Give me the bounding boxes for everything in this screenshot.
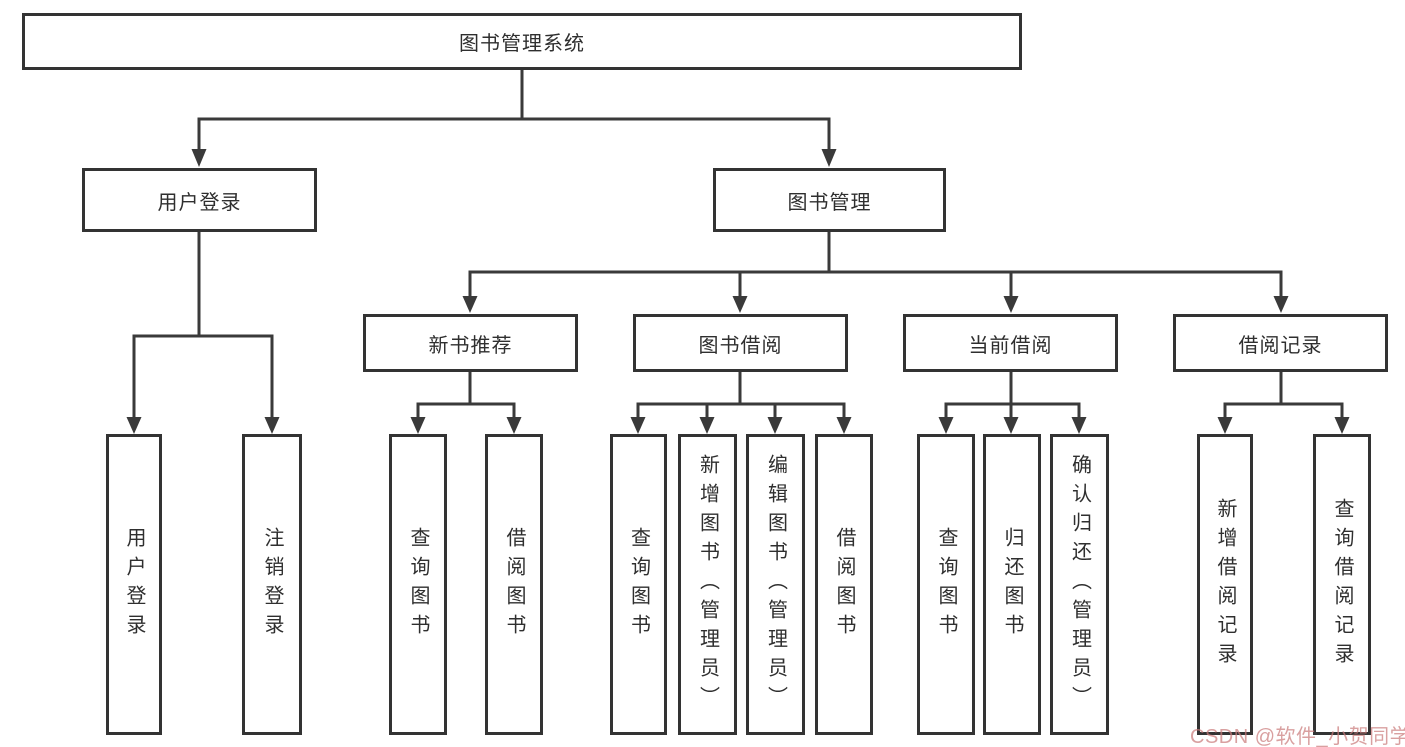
leaf-label: 归还图书	[1001, 526, 1023, 643]
leaf-borrow-books: 借阅图书	[815, 434, 873, 735]
leaf-label: 新增借阅记录	[1214, 497, 1236, 672]
node-book-management: 图书管理	[713, 168, 946, 232]
leaf-label: 用户登录	[123, 526, 145, 643]
leaf-edit-books-admin: 编辑图书（管理员）	[746, 434, 805, 735]
leaf-confirm-return-admin: 确认归还（管理员）	[1050, 434, 1109, 735]
node-label: 用户登录	[157, 191, 242, 214]
leaf-user-login: 用户登录	[106, 434, 162, 735]
node-library-management-system: 图书管理系统	[22, 13, 1022, 70]
node-label: 新书推荐	[428, 334, 513, 357]
leaf-query-borrow-record: 查询借阅记录	[1313, 434, 1371, 735]
node-label: 图书管理系统	[459, 33, 585, 55]
leaf-query-books-borrow: 查询图书	[610, 434, 667, 735]
leaf-label: 注销登录	[261, 526, 283, 643]
node-label: 当前借阅	[968, 334, 1053, 357]
leaf-query-books-current: 查询图书	[917, 434, 975, 735]
leaf-add-borrow-record: 新增借阅记录	[1197, 434, 1253, 735]
leaf-query-books-recommend: 查询图书	[389, 434, 447, 735]
arrowheads	[126, 149, 1350, 434]
node-borrow-records: 借阅记录	[1173, 314, 1388, 372]
leaf-borrow-books-recommend: 借阅图书	[485, 434, 543, 735]
leaf-label: 新增图书（管理员）	[696, 454, 719, 715]
leaf-label: 借阅图书	[833, 526, 855, 643]
node-new-book-recommend: 新书推荐	[363, 314, 578, 372]
leaf-label: 查询借阅记录	[1331, 497, 1353, 672]
leaf-label: 查询图书	[627, 526, 650, 643]
leaf-add-books-admin: 新增图书（管理员）	[678, 434, 737, 735]
node-label: 借阅记录	[1238, 334, 1323, 357]
leaf-label: 查询图书	[935, 526, 957, 643]
node-label: 图书管理	[787, 191, 872, 214]
leaf-label: 确认归还（管理员）	[1068, 454, 1091, 715]
node-book-borrow: 图书借阅	[633, 314, 848, 372]
node-label: 图书借阅	[698, 334, 783, 357]
leaf-label: 编辑图书（管理员）	[764, 454, 787, 715]
leaf-label: 查询图书	[407, 526, 429, 643]
node-user-login: 用户登录	[82, 168, 317, 232]
leaf-logout: 注销登录	[242, 434, 302, 735]
csdn-watermark: CSDN @软件_小贺同学	[1190, 726, 1405, 747]
node-current-borrow: 当前借阅	[903, 314, 1118, 372]
leaf-return-books: 归还图书	[983, 434, 1041, 735]
leaf-label: 借阅图书	[503, 526, 525, 643]
